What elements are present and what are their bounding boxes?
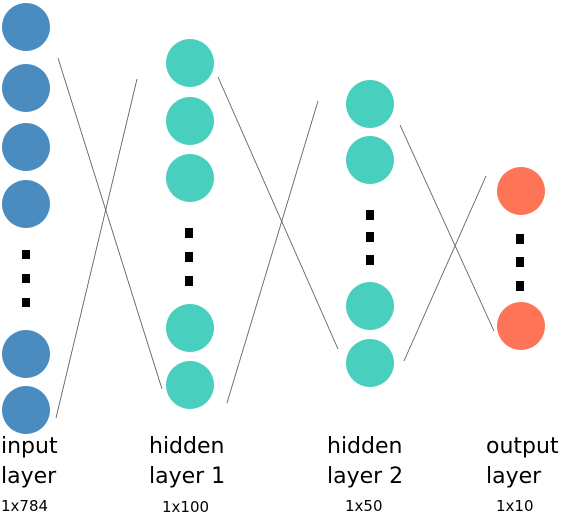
hidden-layer-1-label-line2: layer 1 [149,464,226,489]
hidden2-node [346,282,394,330]
output-node [497,167,545,215]
output-layer-ellipsis [516,234,524,291]
ellipsis-dot [22,298,30,307]
ellipsis-dot [366,255,374,265]
input-node [2,386,50,434]
output-layer-label-line1: output [486,434,559,459]
hidden-layer-1-size: 1x100 [162,498,210,516]
hidden-layer-1-nodes [166,39,214,409]
input-node [2,123,50,171]
output-layer-size: 1x10 [496,497,534,515]
hidden-layer-2-ellipsis [366,210,374,265]
connection-line [57,57,163,390]
hidden2-node [346,339,394,387]
connection-line [217,76,339,350]
input-layer-nodes [2,3,50,434]
ellipsis-dot [366,210,374,220]
input-layer-label-line2: layer [1,464,57,489]
hidden-layer-1-ellipsis [185,228,193,286]
ellipsis-dot [516,234,524,244]
ellipsis-dot [516,257,524,267]
output-node [497,302,545,350]
hidden-layer-2-nodes [346,80,394,387]
input-node [2,330,50,378]
ellipsis-dot [516,281,524,291]
ellipsis-dot [185,252,193,262]
hidden2-node [346,80,394,128]
input-layer-ellipsis [22,250,30,307]
hidden1-node [166,361,214,409]
input-layer-size: 1x784 [1,497,49,515]
hidden-layer-1-label-line1: hidden [149,434,225,459]
ellipsis-dot [22,250,30,259]
hidden1-node [166,304,214,352]
output-layer-label-line2: layer [486,464,542,489]
connection-line [399,124,495,332]
input-layer-label-line1: input [1,434,58,459]
connections [55,57,495,419]
connection-line [55,78,138,419]
connection-line [403,175,487,362]
input-node [2,3,50,51]
hidden1-node [166,97,214,145]
hidden-layer-2-label-line1: hidden [327,434,403,459]
input-node [2,64,50,112]
hidden-layer-2-size: 1x50 [345,497,383,515]
hidden-layer-2-label-line2: layer 2 [327,464,404,489]
ellipsis-dot [185,276,193,286]
hidden1-node [166,39,214,87]
hidden2-node [346,136,394,184]
ellipsis-dot [366,232,374,242]
hidden1-node [166,154,214,202]
input-node [2,180,50,228]
ellipsis-dot [185,228,193,238]
connection-line [226,100,319,404]
output-layer-nodes [497,167,545,350]
ellipsis-dot [22,274,30,283]
